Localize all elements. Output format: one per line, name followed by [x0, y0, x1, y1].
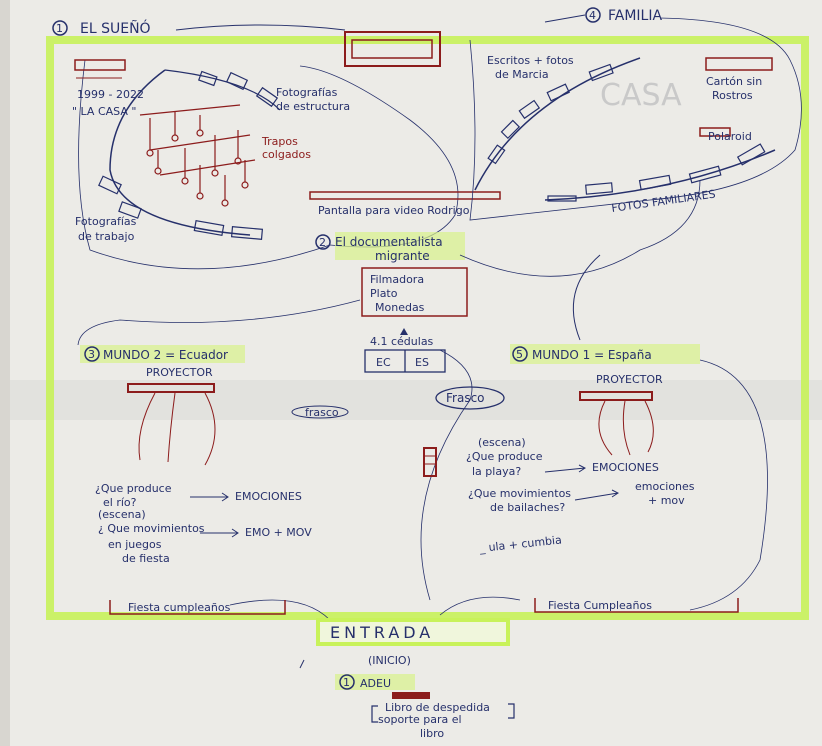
proyector-left-label: PROYECTOR: [146, 366, 213, 379]
svg-text:soporte para el: soporte para el: [378, 713, 462, 726]
frasco-object: [423, 447, 437, 477]
polaroid-label: Polaroid: [708, 130, 752, 143]
adeu-title: ADEU: [360, 677, 391, 690]
svg-text:de trabajo: de trabajo: [78, 230, 135, 243]
svg-text:Rostros: Rostros: [712, 89, 753, 102]
frasco-center: [435, 386, 505, 410]
video-screen: [309, 191, 501, 200]
box-item: Filmadora: [370, 273, 424, 286]
mundo1-emociones-mov: emociones: [635, 480, 695, 493]
mundo2-emo-mov: EMO + MOV: [245, 526, 312, 539]
fotos-trabajo-label: Fotografías: [75, 215, 137, 228]
svg-text:+ mov: + mov: [648, 494, 685, 507]
svg-text:3: 3: [88, 348, 95, 361]
svg-text:(escena): (escena): [98, 508, 146, 521]
projector-left: [127, 383, 215, 393]
libro-object: [392, 692, 430, 699]
mundo2-emociones: EMOCIONES: [235, 490, 302, 503]
svg-text:4: 4: [589, 9, 596, 22]
box-item: Monedas: [375, 301, 425, 314]
svg-text:de bailaches?: de bailaches?: [490, 501, 565, 514]
entrada-label: ENTRADA: [330, 623, 434, 642]
section-mundo2: 3 MUNDO 2 = Ecuador: [80, 345, 245, 363]
svg-text:colgados: colgados: [262, 148, 311, 161]
photo-frames-right: [487, 63, 766, 202]
fotos-estructura-label: Fotografías: [276, 86, 338, 99]
svg-text:de Marcia: de Marcia: [495, 68, 549, 81]
section-documentalista: 2 El documentalista migrante: [315, 232, 465, 263]
trapos-label: Trapos: [261, 135, 298, 148]
mundo1-emociones: EMOCIONES: [592, 461, 659, 474]
svg-text:la playa?: la playa?: [472, 465, 521, 478]
svg-text:el río?: el río?: [103, 496, 137, 509]
frasco-center-label: Frasco: [446, 391, 485, 405]
svg-text:de fiesta: de fiesta: [122, 552, 170, 565]
photo-frames-left: [98, 70, 279, 240]
svg-text:en juegos: en juegos: [108, 538, 162, 551]
proyector-right-label: PROYECTOR: [596, 373, 663, 386]
fiesta-right-bar: [534, 598, 739, 613]
cedulas-label: 4.1 cédulas: [370, 335, 434, 348]
escritos-label: Escritos + fotos: [487, 54, 574, 67]
cedula-ec: EC: [376, 356, 391, 369]
pantalla-label: Pantalla para video Rodrigo: [318, 204, 470, 217]
el-sueno-title: EL SUEÑÓ: [80, 19, 151, 37]
svg-text:2: 2: [319, 236, 326, 249]
inicio-label: (INICIO): [368, 654, 411, 667]
section-el-sueno: 1 EL SUEÑÓ: [52, 19, 346, 37]
house-arc: [109, 69, 251, 236]
svg-text:libro: libro: [420, 727, 444, 740]
casa-watermark: CASA: [600, 78, 682, 113]
entrada-box: [316, 618, 510, 646]
family-zone-outline: [469, 17, 802, 221]
section-mundo1: 5 MUNDO 1 = España: [510, 344, 700, 364]
mundo1-title: MUNDO 1 = España: [532, 348, 652, 362]
cedula-es: ES: [415, 356, 429, 369]
section-adeu: 1 ADEU: [335, 674, 415, 690]
projector-right: [579, 391, 653, 401]
box-item: Plato: [370, 287, 398, 300]
fiesta-left-bar: [109, 600, 286, 615]
mundo2-question-rio: ¿Que produce: [95, 482, 172, 495]
familia-title: FAMILIA: [608, 8, 662, 24]
mundo1-question-bailaches: ¿Que movimientos: [468, 487, 571, 500]
years-label: 1999 - 2022: [77, 88, 144, 101]
fiesta-left-label: Fiesta cumpleaños: [128, 601, 231, 614]
svg-text:5: 5: [516, 348, 523, 361]
libro-label: Libro de despedida: [385, 701, 490, 714]
la-casa-label: " LA CASA ": [72, 105, 136, 118]
frasco-small-label: frasco: [305, 406, 339, 419]
svg-text:1: 1: [343, 676, 350, 689]
svg-text:1: 1: [56, 22, 63, 35]
section-familia: 4 FAMILIA: [544, 7, 662, 24]
svg-text:(escena): (escena): [478, 436, 526, 449]
hanging-rags: [139, 104, 256, 207]
top-display-box: [344, 31, 441, 67]
carton-label: Cartón sin: [706, 75, 762, 88]
mundo1-question-playa: ¿Que produce: [466, 450, 543, 463]
fiesta-right-label: Fiesta Cumpleaños: [548, 599, 652, 612]
objects-box: [361, 267, 468, 317]
svg-text:migrante: migrante: [375, 249, 430, 263]
documentalista-title: El documentalista: [335, 235, 443, 249]
svg-text:de estructura: de estructura: [276, 100, 350, 113]
mundo2-question-juegos: ¿ Que movimientos: [98, 522, 205, 535]
mundo2-title: MUNDO 2 = Ecuador: [103, 348, 228, 362]
